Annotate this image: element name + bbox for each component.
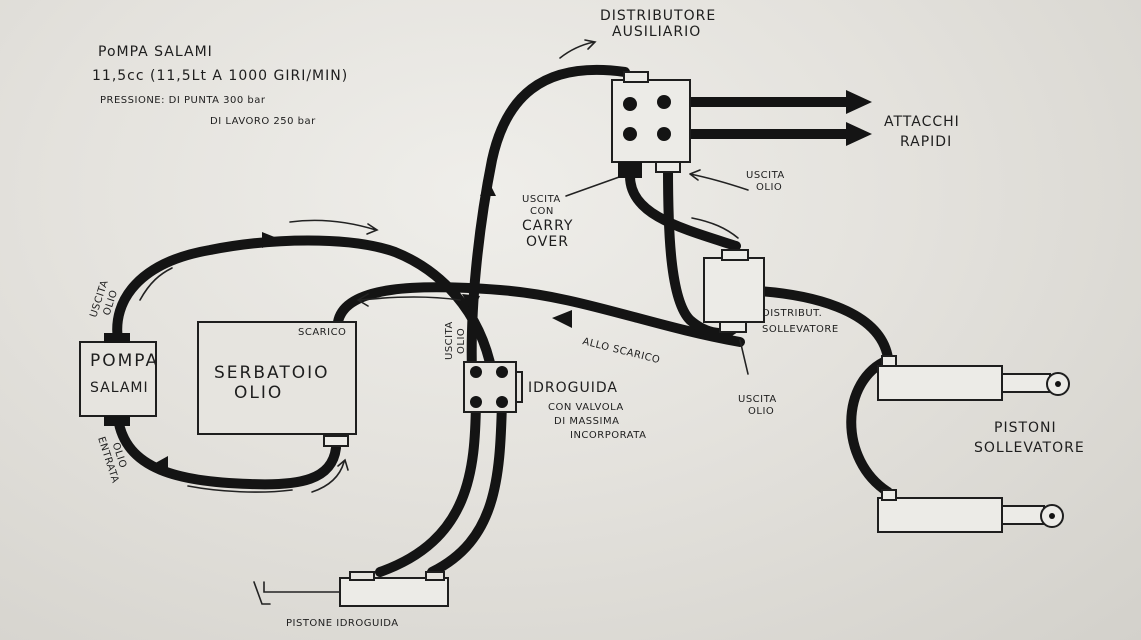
flow-arrow (552, 310, 572, 328)
hose-steering-cylinder-b (427, 397, 507, 577)
aux-label-2: AUSILIARIO (612, 24, 701, 40)
lift-cylinders-label: PISTONI SOLLEVATORE (974, 420, 1085, 456)
direction-arrow (689, 169, 749, 191)
tank-label-1: SERBATOIO (214, 363, 329, 383)
header-notes: PoMPA SALAMI 11,5cc (11,5Lt A 1000 GIRI/… (92, 44, 348, 127)
tank-label-2: OLIO (234, 383, 283, 403)
lift-cylinder-upper (877, 355, 1070, 401)
direction-arrow (559, 39, 597, 59)
lift-distributor-label-1: DISTRIBUT. (762, 308, 822, 319)
svg-text:OLIO: OLIO (756, 182, 782, 193)
carry-over-label: USCITA CON CARRY OVER (522, 194, 573, 250)
steering-cylinder-label: PISTONE IDROGUIDA (286, 618, 399, 629)
pump-label-2: SALAMI (90, 380, 149, 396)
direction-arrow (691, 217, 739, 239)
svg-text:ALLO SCARICO: ALLO SCARICO (581, 336, 661, 366)
leader-line-lift-out (739, 339, 749, 375)
hose-aux-to-lift (625, 171, 741, 251)
to-drain-label: ALLO SCARICO (581, 336, 661, 366)
lift-outlet-label: USCITA OLIO (738, 394, 777, 417)
aux-outlet-label: USCITA OLIO (746, 170, 785, 193)
quick-couplings-label-2: RAPIDI (900, 134, 952, 150)
svg-text:OLIO: OLIO (748, 406, 774, 417)
quick-couplings-label-1: ATTACCHI (884, 114, 960, 130)
header-line-4: DI LAVORO 250 bar (210, 116, 316, 127)
flow-arrow (462, 294, 480, 312)
svg-text:OLIO: OLIO (456, 328, 467, 354)
lift-distributor-label-2: SOLLEVATORE (762, 324, 839, 335)
svg-text:CON: CON (530, 206, 554, 217)
tank-port-label: SCARICO (298, 327, 346, 338)
steering-unit (463, 361, 523, 413)
hose-steering-cylinder-a (375, 397, 481, 577)
leader-line-carry-over (565, 175, 623, 197)
lift-cylinders-label-1: PISTONI (994, 420, 1057, 436)
flow-arrow (262, 232, 282, 248)
quick-couplings-label: ATTACCHI RAPIDI (884, 114, 960, 150)
lift-distributor: DISTRIBUT. SOLLEVATORE (703, 249, 839, 335)
steering-label-1: IDROGUIDA (528, 380, 618, 396)
quick-coupling-arrow (846, 122, 872, 146)
direction-arrow (139, 267, 173, 301)
svg-text:USCITA: USCITA (738, 394, 777, 405)
svg-text:USCITA: USCITA (522, 194, 561, 205)
steering-label-4: INCORPORATA (570, 430, 646, 441)
svg-text:USCITA: USCITA (444, 321, 455, 360)
header-line-1: PoMPA SALAMI (98, 44, 213, 60)
svg-text:OVER: OVER (526, 234, 569, 250)
header-line-2: 11,5cc (11,5Lt A 1000 GIRI/MIN) (92, 68, 348, 84)
steering-cylinder: PISTONE IDROGUIDA (253, 571, 449, 629)
hose-tank-to-pump (113, 413, 341, 490)
aux-label-1: DISTRIBUTORE (600, 8, 716, 24)
flow-arrow (150, 456, 168, 476)
header-line-3: PRESSIONE: DI PUNTA 300 bar (100, 95, 266, 106)
steering-outlet-label: USCITA OLIO (444, 321, 467, 360)
lift-cylinders-label-2: SOLLEVATORE (974, 440, 1085, 456)
steering-label: IDROGUIDA CON VALVOLA DI MASSIMA INCORPO… (528, 380, 646, 441)
steering-label-2: CON VALVOLA (548, 402, 624, 413)
oil-tank: SCARICO SERBATOIO OLIO (197, 321, 357, 447)
pump-label-1: POMPA (90, 351, 159, 371)
flow-arrow (480, 180, 496, 196)
hose-cylinder-link (846, 355, 893, 497)
pump: POMPA SALAMI (79, 333, 159, 426)
hose-pump-to-steering (112, 235, 497, 377)
direction-arrow (187, 485, 293, 493)
direction-arrow (356, 293, 461, 307)
svg-text:USCITA: USCITA (746, 170, 785, 181)
direction-arrow (311, 458, 349, 493)
svg-text:CARRY: CARRY (522, 218, 573, 234)
steering-label-3: DI MASSIMA (554, 416, 619, 427)
lift-cylinder-lower (877, 489, 1064, 533)
hose-aux-return (663, 163, 741, 339)
quick-coupling-arrow (846, 90, 872, 114)
aux-distributor: DISTRIBUTORE AUSILIARIO (600, 8, 716, 178)
direction-arrow (289, 219, 379, 235)
